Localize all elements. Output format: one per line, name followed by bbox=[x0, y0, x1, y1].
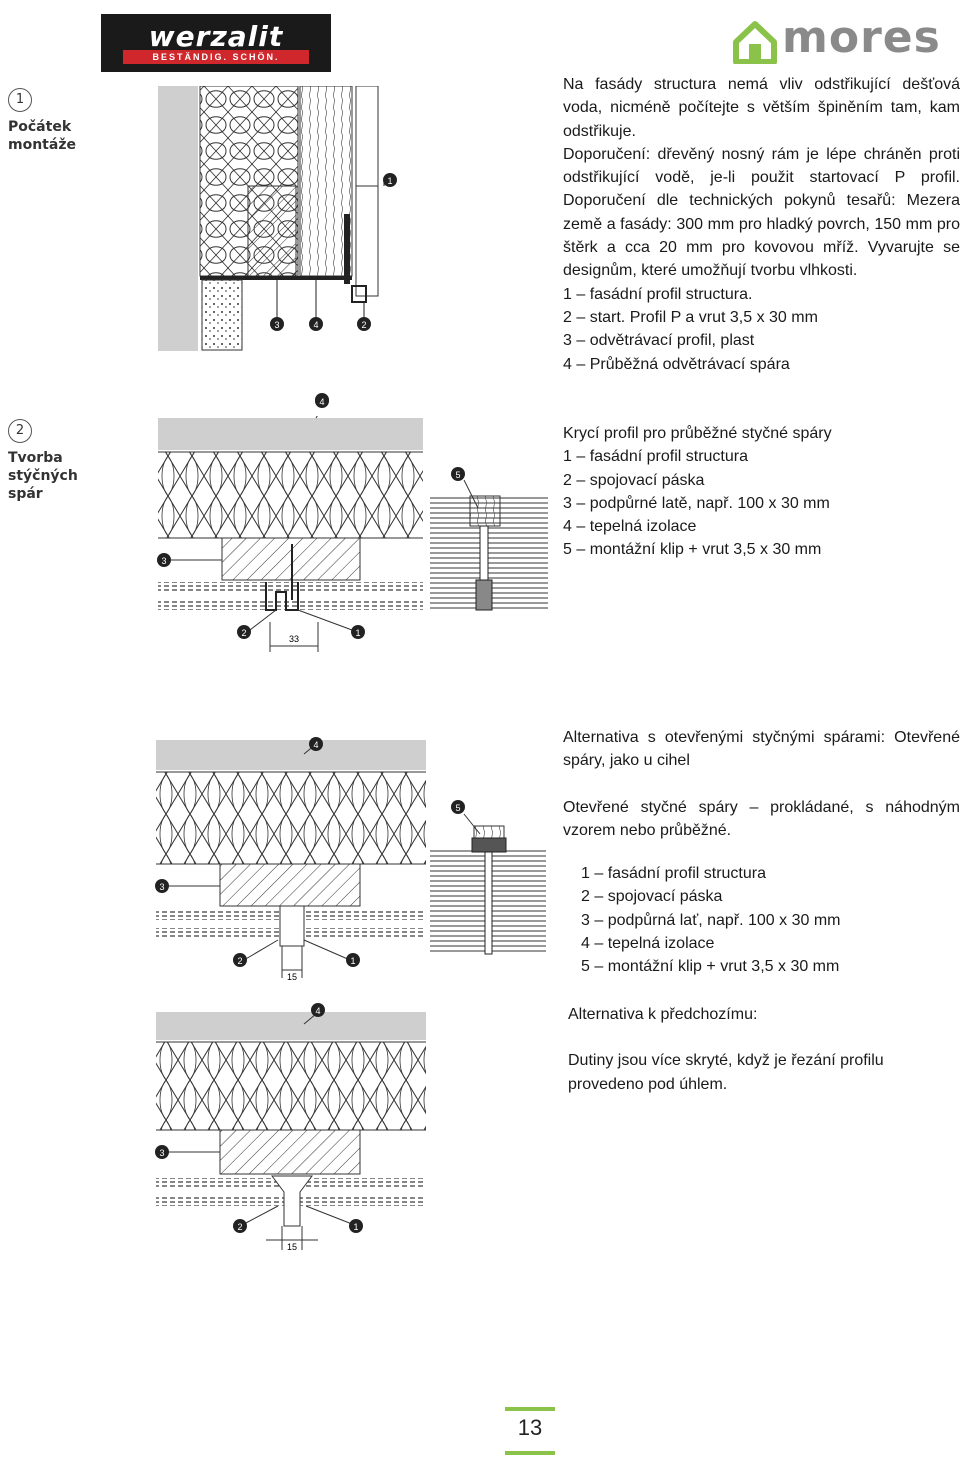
svg-text:1: 1 bbox=[350, 956, 355, 966]
dimension-label: 15 bbox=[287, 1242, 297, 1252]
callout: 1 bbox=[383, 173, 397, 187]
mores-wordmark: mores bbox=[782, 12, 941, 63]
svg-text:2: 2 bbox=[241, 628, 246, 638]
legend-item: 5 – montážní klip + vrut 3,5 x 30 mm bbox=[581, 958, 840, 976]
legend-item: 1 – fasádní profil structura bbox=[563, 448, 748, 466]
step-title-line: stýčných bbox=[8, 468, 78, 484]
svg-text:4: 4 bbox=[313, 740, 318, 750]
step-title-line: montáže bbox=[8, 137, 76, 153]
step-title-line: Počátek bbox=[8, 119, 72, 135]
callout: 2 bbox=[237, 625, 251, 639]
legend-item: 2 – spojovací páska bbox=[581, 888, 723, 906]
step-title-line: Tvorba bbox=[8, 450, 63, 466]
svg-text:3: 3 bbox=[161, 556, 166, 566]
paragraph: Otevřené styčné spáry – prokládané, s ná… bbox=[563, 798, 960, 839]
section-heading: Alternativa k předchozímu: bbox=[568, 1006, 758, 1023]
dimension-label: 33 bbox=[289, 634, 299, 644]
legend-item: 4 – Průběžná odvětrávací spára bbox=[563, 355, 790, 373]
divider bbox=[505, 1451, 555, 1455]
section-heading: Krycí profil pro průběžné styčné spáry bbox=[563, 425, 832, 442]
svg-text:2: 2 bbox=[237, 1222, 242, 1232]
paragraph: Doporučení: dřevěný nosný rám je lépe ch… bbox=[563, 145, 960, 280]
callout: 3 bbox=[155, 879, 169, 893]
svg-text:4: 4 bbox=[319, 397, 324, 407]
svg-text:1: 1 bbox=[355, 628, 360, 638]
callout: 5 bbox=[451, 467, 465, 481]
svg-text:2: 2 bbox=[361, 320, 366, 330]
legend-item: 1 – fasádní profil structura bbox=[581, 865, 766, 882]
svg-text:4: 4 bbox=[313, 320, 318, 330]
start-detail-drawing: 3 4 2 1 4 bbox=[158, 86, 397, 407]
legend-item: 1 – fasádní profil structura. bbox=[563, 285, 753, 303]
house-icon bbox=[733, 21, 777, 64]
section-3-text: Alternativa s otevřenými styčnými spáram… bbox=[563, 726, 960, 842]
legend-item: 4 – tepelná izolace bbox=[581, 934, 715, 952]
svg-text:3: 3 bbox=[274, 320, 279, 330]
section-1-text: Na fasády structura nemá vliv odstřikují… bbox=[563, 73, 960, 376]
callout: 1 bbox=[349, 1219, 363, 1233]
legend-item: 3 – podpůrné latě, např. 100 x 30 mm bbox=[563, 494, 830, 512]
section-4-text: Alternativa k předchozímu: Dutiny jsou v… bbox=[568, 1003, 948, 1096]
page-number-text: 13 bbox=[517, 1415, 543, 1440]
callout: 4 bbox=[309, 737, 323, 751]
step-number: 2 bbox=[8, 419, 32, 443]
callout: 3 bbox=[155, 1145, 169, 1159]
page-number: 13 bbox=[505, 1407, 555, 1455]
step-title-line: spár bbox=[8, 486, 43, 502]
werzalit-logo: werzalit BESTÄNDIG. SCHÖN. bbox=[101, 14, 331, 72]
svg-text:5: 5 bbox=[455, 803, 460, 813]
legend-item: 3 – odvětrávací profil, plast bbox=[563, 332, 755, 350]
werzalit-wordmark: werzalit bbox=[148, 20, 284, 53]
callout: 2 bbox=[233, 1219, 247, 1233]
legend-item: 5 – montážní klip + vrut 3,5 x 30 mm bbox=[563, 541, 822, 559]
svg-text:3: 3 bbox=[159, 882, 164, 892]
callout: 1 bbox=[351, 625, 365, 639]
callout: 3 bbox=[270, 317, 284, 331]
legend-item: 3 – podpůrná lať, např. 100 x 30 mm bbox=[581, 911, 841, 929]
step-1-label: 1 Počátek montáže bbox=[8, 88, 76, 154]
step-2-label: 2 Tvorba stýčných spár bbox=[8, 419, 78, 503]
section-3-legend: 1 – fasádní profil structura 2 – spojova… bbox=[581, 862, 951, 978]
legend-item: 2 – spojovací páska bbox=[563, 471, 705, 489]
divider bbox=[505, 1407, 555, 1411]
angled-joint-drawing: 15 4 3 2 1 bbox=[155, 1003, 426, 1252]
svg-text:3: 3 bbox=[159, 1148, 164, 1158]
svg-text:2: 2 bbox=[237, 956, 242, 966]
svg-text:1: 1 bbox=[353, 1222, 358, 1232]
callout: 2 bbox=[233, 953, 247, 967]
callout: 4 bbox=[315, 394, 329, 408]
callout: 3 bbox=[157, 553, 171, 567]
callout: 4 bbox=[309, 317, 323, 331]
section-heading: Alternativa s otevřenými styčnými spáram… bbox=[563, 729, 960, 770]
paragraph: Na fasády structura nemá vliv odstřikují… bbox=[563, 76, 960, 140]
callout: 2 bbox=[357, 317, 371, 331]
svg-text:4: 4 bbox=[315, 1006, 320, 1016]
svg-text:1: 1 bbox=[387, 176, 392, 186]
callout: 4 bbox=[311, 1003, 325, 1017]
dimension-label: 15 bbox=[287, 972, 297, 982]
open-joint-drawing: 15 4 5 3 2 1 bbox=[155, 737, 546, 982]
svg-text:5: 5 bbox=[455, 470, 460, 480]
paragraph: Dutiny jsou více skryté, když je řezání … bbox=[568, 1052, 884, 1093]
cover-joint-drawing: 33 5 3 2 1 bbox=[157, 416, 548, 652]
callout: 5 bbox=[451, 800, 465, 814]
werzalit-tagline: BESTÄNDIG. SCHÖN. bbox=[123, 50, 309, 64]
legend-item: 4 – tepelná izolace bbox=[563, 518, 697, 536]
mores-logo: mores bbox=[730, 12, 940, 66]
step-number: 1 bbox=[8, 88, 32, 112]
legend-item: 2 – start. Profil P a vrut 3,5 x 30 mm bbox=[563, 308, 818, 326]
callout: 1 bbox=[346, 953, 360, 967]
section-2-text: Krycí profil pro průběžné styčné spáry 1… bbox=[563, 422, 960, 562]
